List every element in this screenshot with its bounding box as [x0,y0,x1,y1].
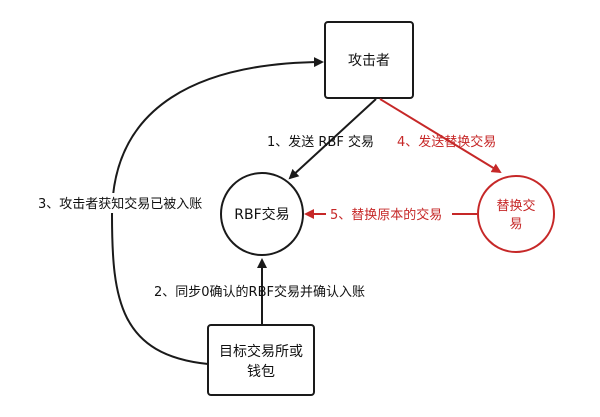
target-node: 目标交易所或 钱包 [207,324,315,396]
edge-sync-confirm-label: 2、同步0确认的RBF交易并确认入账 [154,284,365,300]
replace-tx-label-line2: 易 [509,217,522,232]
edge-sync-confirm: 2、同步0确认的RBF交易并确认入账 [154,258,365,325]
rbf-tx-label: RBF交易 [234,206,289,223]
edge-replace-original: 5、替换原本的交易 [304,203,477,225]
replace-tx-label-line1: 替换交 [496,198,535,214]
edge-attacker-learns: 3、攻击者获知交易已被入账 [36,57,324,365]
edge-attacker-learns-label: 3、攻击者获知交易已被入账 [38,196,202,212]
replace-tx-node: 替换交 易 [477,175,555,253]
edge-send-rbf: 1、发送 RBF 交易 [267,98,377,180]
rbf-tx-node: RBF交易 [220,172,304,256]
target-label-line1: 目标交易所或 [219,343,303,360]
attacker-label: 攻击者 [348,53,390,69]
edge-send-replace: 4、发送替换交易 [379,98,502,174]
edge-send-replace-label: 4、发送替换交易 [397,134,496,150]
edge-send-rbf-label: 1、发送 RBF 交易 [267,134,374,150]
edge-replace-original-label: 5、替换原本的交易 [330,207,442,223]
attacker-node: 攻击者 [324,21,414,99]
target-label-line2: 钱包 [247,364,275,380]
